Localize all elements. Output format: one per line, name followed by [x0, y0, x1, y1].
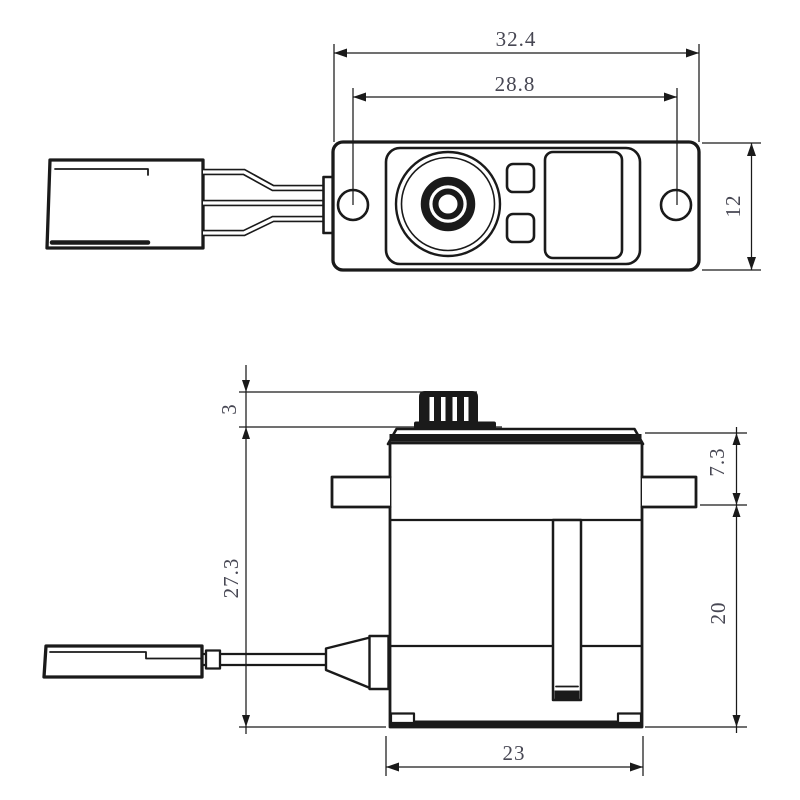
- dim-left-heights: 3 27.3: [217, 365, 502, 734]
- output-gear: [394, 150, 502, 258]
- connector-plug-top: [45, 158, 205, 250]
- dim-top-body-width: 12: [702, 142, 761, 271]
- rib-outline: [551, 518, 583, 702]
- mount-hole-right: [659, 188, 693, 222]
- case-flange-plate: [331, 140, 701, 272]
- grommet-collar: [368, 634, 390, 691]
- wire-top: [203, 168, 327, 192]
- case-body: [388, 441, 644, 729]
- dim-label-flange-drop: 7.3: [705, 447, 729, 476]
- dim-right-heights: 7.3 20: [645, 427, 747, 733]
- spline-slot: [441, 397, 446, 421]
- dim-label-body-length: 23: [503, 741, 526, 765]
- dim-label-spline-height: 3: [217, 403, 241, 415]
- detail-square-bottom: [505, 212, 536, 244]
- top-cap-seam-band: [389, 434, 642, 442]
- connector-plug-side: [42, 644, 204, 679]
- dim-label-top-body-width: 12: [721, 195, 745, 218]
- detail-square-top: [505, 162, 536, 194]
- cable-ferrule: [204, 649, 222, 670]
- lead-cable-assembly: [42, 644, 330, 679]
- connector-plug-body: [45, 158, 205, 250]
- dim-label-upper-height: 27.3: [219, 558, 243, 599]
- connector-plug-side-detail: [49, 651, 201, 660]
- rib-cap: [554, 690, 580, 699]
- dim-label-overall-width: 32.4: [496, 27, 537, 51]
- output-spline: [414, 391, 496, 430]
- gear-inner-ring: [400, 156, 496, 252]
- side-view: 3 27.3 7.3 20 23: [42, 365, 747, 776]
- dim-label-lower-height: 20: [706, 602, 730, 625]
- top-view: 32.4 28.8 12: [45, 27, 761, 272]
- detail-window: [543, 150, 624, 260]
- case-bottom-band: [390, 720, 642, 727]
- servo-body-top-view: [322, 140, 701, 272]
- foot-right: [616, 712, 643, 725]
- grommet-cone: [324, 636, 372, 690]
- spline-gear: [419, 391, 478, 423]
- dim-label-hole-spacing: 28.8: [495, 72, 536, 96]
- spline-slot: [429, 397, 434, 421]
- gear-hub-ring: [420, 176, 476, 232]
- spline-slot: [464, 397, 469, 421]
- dim-body-length: 23: [385, 736, 644, 776]
- wire-grommet: [324, 634, 390, 691]
- foot-left: [389, 712, 416, 725]
- internal-rib: [551, 518, 583, 702]
- wire-bottom-core: [203, 217, 327, 235]
- spline-slot: [452, 397, 457, 421]
- wire-top-core: [203, 170, 327, 190]
- mount-flange-right: [640, 475, 698, 509]
- gear-shaft-ring: [432, 188, 464, 220]
- case-top: [384, 146, 642, 266]
- servo-lead-wires: [203, 168, 327, 237]
- gear-outer-ring: [394, 150, 502, 258]
- dim-overall-width: 32.4: [333, 27, 700, 142]
- connector-plug-edge-detail: [54, 168, 149, 176]
- dim-hole-spacing: 28.8: [352, 72, 678, 205]
- servo-body-side-view: [324, 391, 698, 729]
- mount-flange-left: [330, 475, 392, 509]
